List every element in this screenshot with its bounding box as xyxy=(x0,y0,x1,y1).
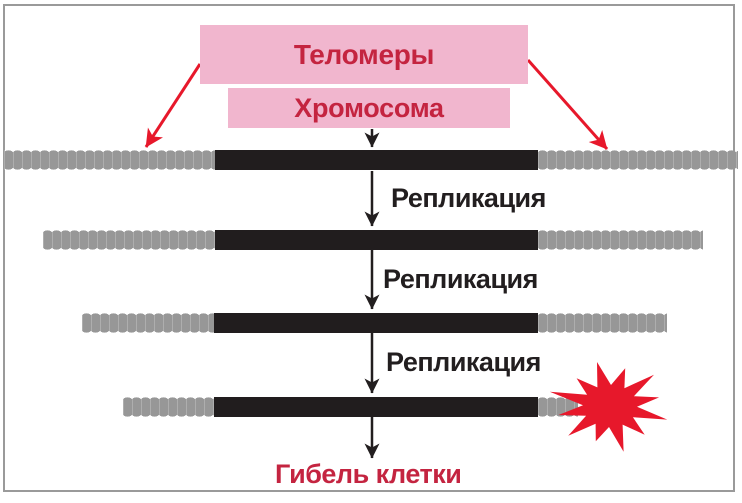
telomere-right xyxy=(538,397,578,417)
replication-label-2: Репликация xyxy=(383,264,538,294)
telomere-right xyxy=(538,230,703,250)
replication-label-3: Репликация xyxy=(386,347,541,377)
telomeres-label-box: Теломеры xyxy=(200,25,528,84)
telomere-left xyxy=(82,313,214,333)
replication-label-1: Репликация xyxy=(391,183,546,213)
frame-border xyxy=(3,4,735,492)
telomere-right xyxy=(538,313,667,333)
cell-death-label: Гибель клетки xyxy=(275,459,462,489)
chromosome-bar xyxy=(215,150,538,170)
chromosome-bar xyxy=(215,230,538,250)
telomeres-label: Теломеры xyxy=(293,38,435,70)
telomere-right xyxy=(538,150,738,170)
chromosome-bar xyxy=(214,397,538,417)
telomere-left xyxy=(43,230,215,250)
chromosome-label-box: Хромосома xyxy=(228,88,510,128)
chromosome-bar xyxy=(214,313,538,333)
chromosome-label: Хромосома xyxy=(294,92,444,123)
telomere-left xyxy=(4,150,215,170)
telomere-left xyxy=(123,397,214,417)
